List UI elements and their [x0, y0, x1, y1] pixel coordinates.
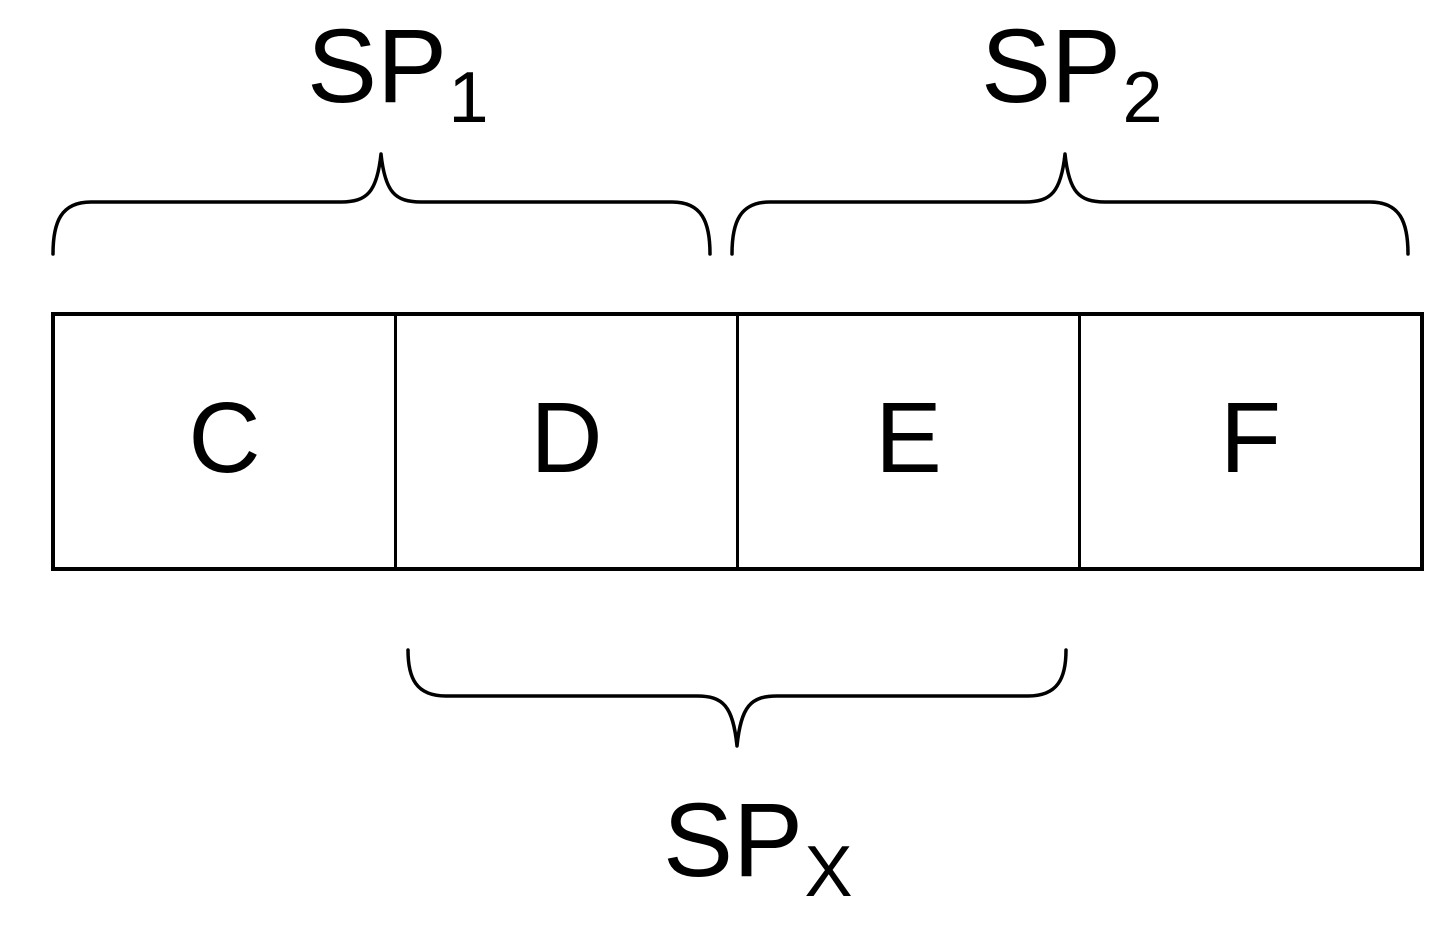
segment-label-c: C: [188, 381, 261, 494]
label-sp1-base: SP: [306, 8, 448, 125]
label-sp2: SP2: [981, 14, 1163, 134]
segment-box-c: C: [55, 316, 397, 567]
label-spx-base: SP: [662, 782, 804, 899]
underbrace-spx-icon: [406, 648, 1068, 748]
label-sp2-base: SP: [980, 8, 1122, 125]
label-spx-subscript: X: [804, 832, 853, 913]
segment-row: C D E F: [51, 312, 1424, 571]
segment-label-f: F: [1219, 381, 1282, 494]
segment-label-e: E: [875, 381, 942, 494]
segment-box-d: D: [397, 316, 739, 567]
overbrace-sp1-icon: [51, 152, 712, 256]
label-sp2-subscript: 2: [1122, 58, 1163, 139]
label-sp1: SP1: [307, 14, 489, 134]
label-sp1-subscript: 1: [448, 58, 489, 139]
segment-box-e: E: [739, 316, 1081, 567]
overbrace-sp2-icon: [730, 152, 1410, 256]
segment-label-d: D: [530, 381, 603, 494]
label-spx: SPX: [663, 788, 853, 908]
segment-box-f: F: [1081, 316, 1420, 567]
